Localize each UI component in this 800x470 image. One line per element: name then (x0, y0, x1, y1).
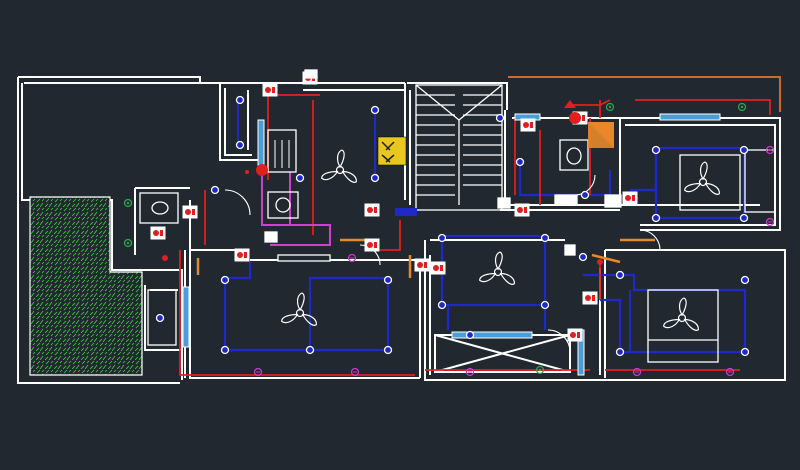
switch-board-icon (364, 203, 380, 217)
switch-board-icon (364, 238, 380, 252)
light-point-icon (383, 275, 393, 285)
switch-icon (123, 198, 133, 208)
light-point-icon (740, 347, 750, 357)
ceiling-fan-icon (477, 251, 518, 287)
switch-board-icon (182, 205, 198, 219)
light-point-icon (651, 145, 661, 155)
switch-board-icon (567, 328, 583, 342)
switch-board-icon (150, 226, 166, 240)
light-point-icon (465, 330, 475, 340)
light-point-icon (235, 95, 245, 105)
light-point-icon (739, 145, 749, 155)
switch-board-icon (262, 83, 278, 97)
switch-board-icon (414, 258, 430, 272)
power-circuits (179, 94, 771, 376)
light-point-icon (155, 313, 165, 323)
light-point-icon (615, 270, 625, 280)
light-point-icon (578, 252, 588, 262)
light-point-icon (495, 113, 505, 123)
light-point-icon (210, 185, 220, 195)
light-point-icon (295, 173, 305, 183)
garden-hatch (29, 196, 143, 376)
light-point-icon (739, 213, 749, 223)
switch-icon (123, 238, 133, 248)
switch-board-icon (514, 203, 530, 217)
light-point-icon (220, 345, 230, 355)
light-point-icon (383, 345, 393, 355)
tube-light-icon (182, 113, 721, 376)
light-point-icon (220, 275, 230, 285)
light-point-icon (305, 345, 315, 355)
switch-board-icon (622, 191, 638, 205)
switch-icon (605, 102, 615, 112)
light-point-icon (651, 213, 661, 223)
staircase-icon (415, 84, 503, 211)
switch-board-icon (234, 248, 250, 262)
wall-details (264, 69, 622, 262)
ceiling-fan-icon (682, 161, 723, 197)
switch-board-icon (582, 291, 598, 305)
switch-board-icon (520, 118, 536, 132)
water-heater-icon (267, 129, 299, 219)
light-point-icon (740, 275, 750, 285)
light-point-icon (370, 105, 380, 115)
kitchen-circuit (261, 172, 331, 246)
wc-icon (139, 139, 589, 346)
light-point-icon (540, 233, 550, 243)
ceiling-fan-icon (279, 292, 320, 328)
switch-icon (737, 102, 747, 112)
distribution-board-icon (377, 136, 407, 166)
light-point-icon (580, 190, 590, 200)
switch-points (123, 102, 747, 375)
plot-boundary (508, 76, 781, 112)
light-point-icon (437, 233, 447, 243)
light-point-icon (370, 173, 380, 183)
light-point-icon (615, 347, 625, 357)
light-point-icon (437, 300, 447, 310)
light-point-icon (540, 300, 550, 310)
bed-icon (647, 149, 776, 363)
junction-boxes (162, 100, 603, 265)
ceiling-fan-icon (661, 297, 702, 333)
switch-board-icon (430, 261, 446, 275)
light-point-icon (515, 157, 525, 167)
light-point-icon (235, 140, 245, 150)
ceiling-fan-icon (319, 149, 360, 185)
duct-shaft (588, 122, 614, 148)
